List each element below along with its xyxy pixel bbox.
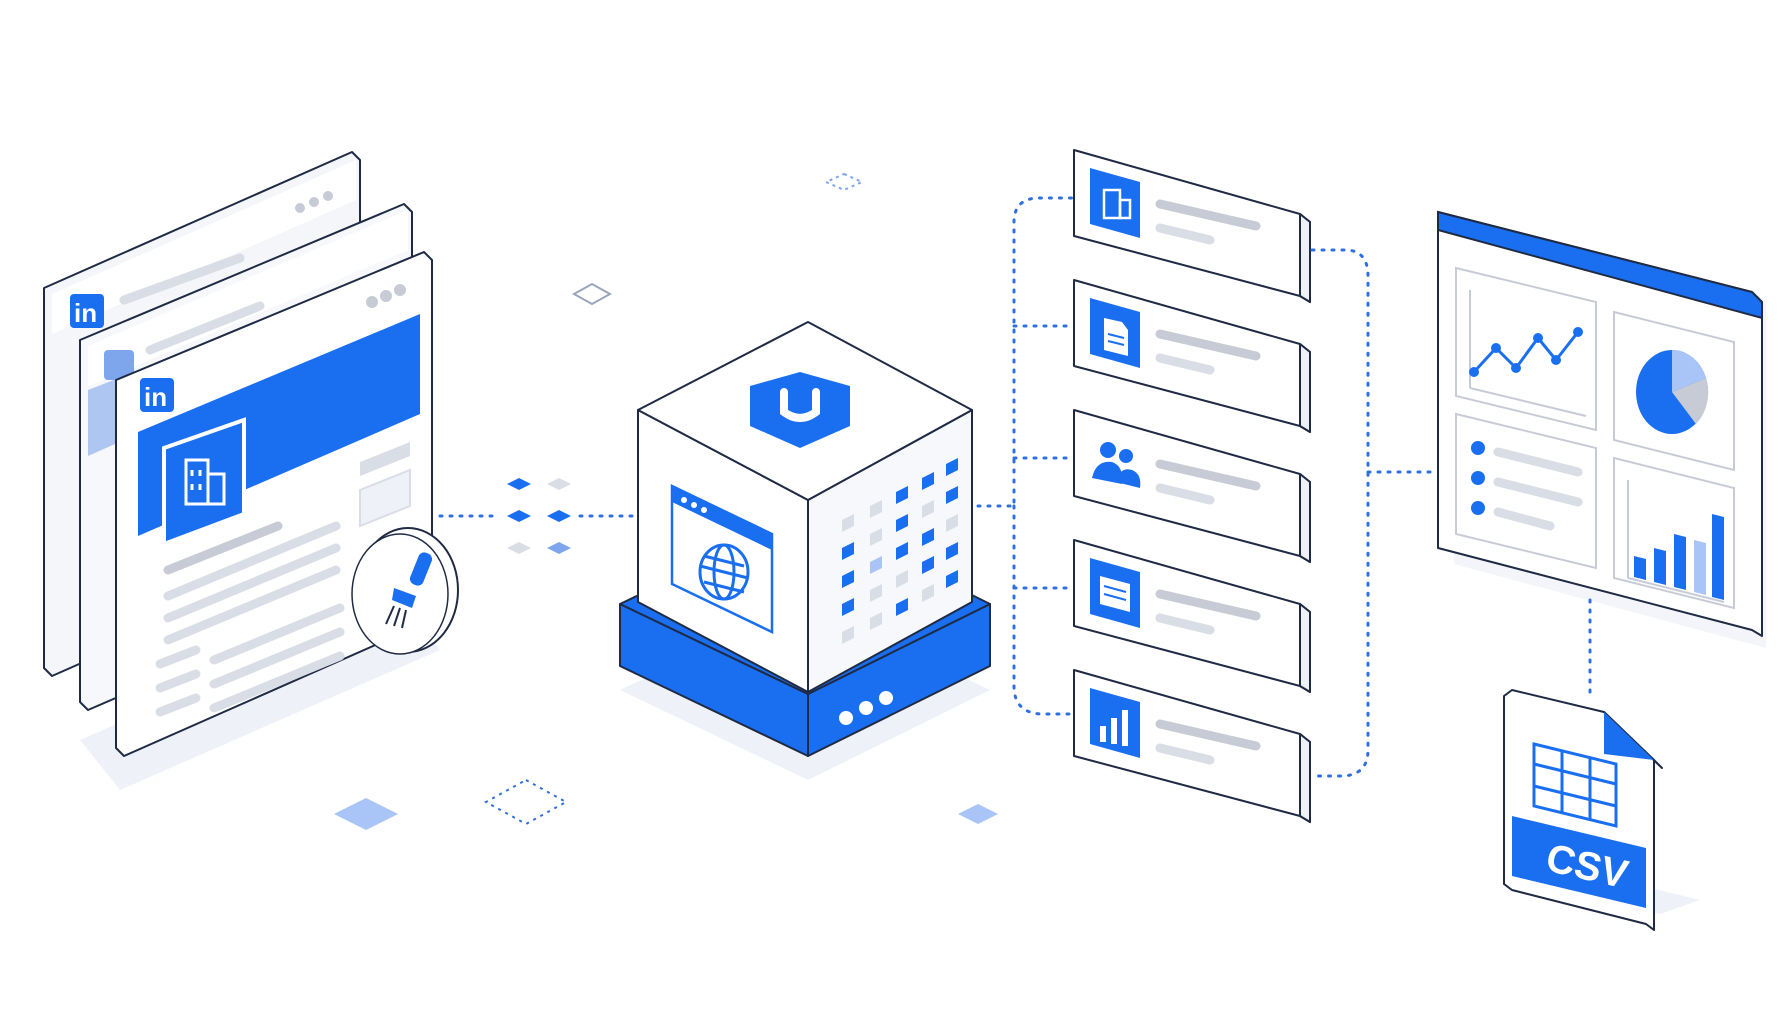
csv-file-icon: CSV [1503,689,1700,931]
status-dot-2 [859,701,873,715]
globe-icon [698,543,750,601]
pie-chart-widget [1613,310,1735,472]
connector-source-to-engine [438,478,638,554]
linkedin-logo-text: in [144,382,167,412]
building-icon [1102,188,1132,220]
building-icon [184,458,226,506]
scraper-engine-cube [619,321,991,780]
company-logo-tile [162,417,246,547]
hexagon-u-icon [750,372,850,448]
brush-icon [385,552,433,629]
diamond-deco-3 [334,798,398,830]
analytics-dashboard [1437,210,1766,648]
diamond-deco-4 [483,778,569,826]
record-card-people [1073,409,1311,563]
linkedin-page-front: in [115,251,433,757]
spreadsheet-grid-icon [1532,742,1618,828]
diamond-deco-1 [823,172,865,192]
status-dot-3 [879,691,893,705]
records-column [1073,149,1311,823]
linkedin-pages-stack: in in [43,151,459,790]
record-card-document [1073,279,1311,433]
linkedin-logo-middle [104,350,134,380]
data-matrix [842,458,958,644]
browser-globe-panel [670,484,774,634]
people-icon [1092,442,1141,488]
profile-card-icon [1100,576,1130,612]
linkedin-logo-back [70,294,104,328]
record-card-metrics [1073,669,1311,823]
linkedin-logo-text-back: in [74,298,97,328]
scraper-brush-badge [351,527,459,655]
connector-records-to-dashboard [1310,248,1438,778]
bar-chart-icon [1100,710,1128,746]
csv-label-band [1512,816,1646,908]
diamond-deco-5 [958,804,998,824]
bar-chart-widget [1613,456,1735,610]
connector-engine-to-records [976,196,1074,716]
decorative-diamonds [334,172,998,830]
status-dot-1 [839,711,853,725]
list-widget [1455,412,1597,570]
record-card-company [1073,149,1311,303]
line-chart-widget [1455,266,1597,432]
diamond-deco-2 [571,282,613,306]
data-packets [507,478,571,554]
linkedin-logo [140,378,174,412]
record-card-profile [1073,539,1311,693]
document-icon [1104,318,1128,356]
